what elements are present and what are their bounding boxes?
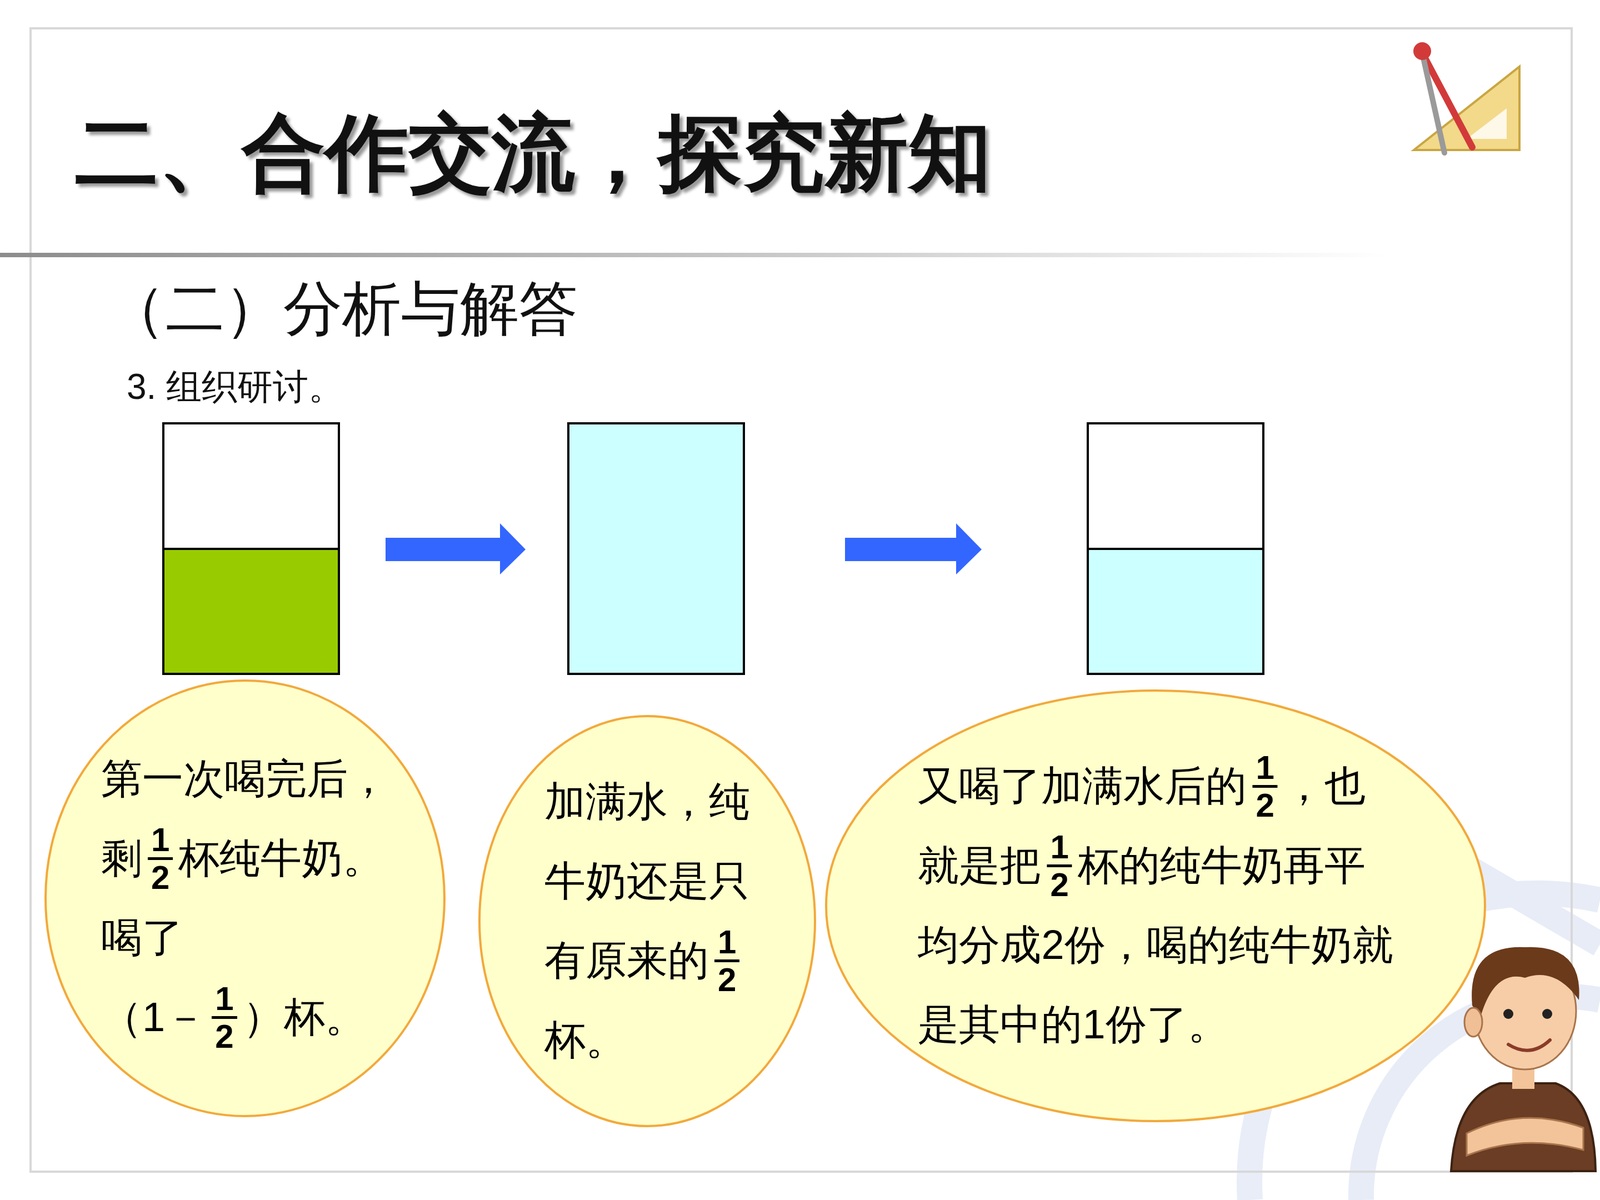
- full-cup: [568, 423, 744, 674]
- ruler-compass-icon: [1413, 42, 1520, 153]
- text-line: 均分成2份，喝的纯牛奶就: [917, 905, 1393, 985]
- milk-cup: [163, 423, 339, 674]
- fraction-numerator: 1: [211, 981, 237, 1019]
- fraction-numerator: 1: [1046, 829, 1072, 868]
- fraction: 12: [1252, 750, 1278, 823]
- text-line: 就是把12杯的纯牛奶再平: [917, 826, 1393, 906]
- bubble-text: 就是把: [917, 838, 1042, 894]
- bubble-text: ，也: [1283, 758, 1366, 815]
- fraction: 12: [1046, 829, 1072, 903]
- fraction: 12: [147, 822, 173, 895]
- text-line: （1－12）杯。: [101, 977, 389, 1058]
- bubble-text: 杯纯牛奶。: [178, 831, 384, 887]
- text-line: 有原来的12: [544, 921, 750, 1001]
- bubble-text: 是其中的1份了。: [917, 997, 1229, 1053]
- bubble-outline: [824, 688, 1487, 1123]
- bubble-text: （1－: [101, 990, 207, 1046]
- explanation-bubble: 又喝了加满水后的12，也就是把12杯的纯牛奶再平均分成2份，喝的纯牛奶就是其中的…: [824, 688, 1487, 1123]
- fraction-denominator: 2: [211, 1018, 237, 1054]
- bubble-text: 又喝了加满水后的: [917, 758, 1247, 815]
- bubble-text: 有原来的: [544, 933, 709, 989]
- text-line: 喝了: [101, 898, 389, 978]
- half-cup: [1087, 423, 1264, 674]
- bubble-outline: [477, 714, 817, 1128]
- text-line: 又喝了加满水后的12，也: [917, 746, 1393, 827]
- fraction-numerator: 1: [1252, 750, 1278, 788]
- compass-leg: [1422, 52, 1473, 148]
- step-heading: 3. 组织研讨。: [126, 365, 344, 409]
- fraction-numerator: 1: [714, 924, 740, 963]
- bubble-text: 又喝了加满水后的12，也就是把12杯的纯牛奶再平均分成2份，喝的纯牛奶就是其中的…: [917, 746, 1393, 1065]
- text-line: 剩12杯纯牛奶。: [101, 818, 389, 899]
- bubble-text: 加满水，纯: [544, 774, 750, 830]
- slide-frame: [30, 28, 1572, 1172]
- bubble-text: 牛奶还是只: [544, 853, 750, 910]
- fraction: 12: [714, 924, 740, 998]
- text-line: 第一次喝完后，: [101, 739, 389, 819]
- bubble-text: ）杯。: [242, 990, 367, 1046]
- header-rule: [0, 252, 1389, 258]
- fraction: 12: [211, 981, 237, 1054]
- step-arrow: [385, 523, 526, 575]
- fraction-denominator: 2: [714, 962, 740, 998]
- compass-leg: [1422, 52, 1445, 153]
- bubble-ellipse: [479, 716, 815, 1127]
- bubble-text: 加满水，纯牛奶还是只有原来的12 杯。: [544, 762, 750, 1080]
- bubble-text: 杯的纯牛奶再平: [1077, 838, 1366, 894]
- bubble-text: 第一次喝完后，剩12杯纯牛奶。喝了（1－12）杯。: [101, 739, 389, 1058]
- bubble-text: 均分成2份，喝的纯牛奶就: [917, 917, 1393, 974]
- bubble-outline: [43, 678, 447, 1118]
- fraction-denominator: 2: [1046, 867, 1072, 903]
- explanation-bubble: 第一次喝完后，剩12杯纯牛奶。喝了（1－12）杯。: [43, 678, 447, 1118]
- bubble-ellipse: [45, 680, 445, 1117]
- bubble-text: 杯。: [544, 1012, 627, 1069]
- watermark-stroke: [1466, 866, 1600, 945]
- fraction-numerator: 1: [147, 822, 173, 860]
- compass-hinge: [1413, 42, 1432, 60]
- fraction-denominator: 2: [1252, 787, 1278, 823]
- boy-illustration: [1451, 947, 1596, 1172]
- section-heading: （二）分析与解答: [106, 273, 578, 344]
- text-line: 牛奶还是只: [544, 841, 750, 922]
- explanation-bubble: 加满水，纯牛奶还是只有原来的12 杯。: [477, 714, 817, 1128]
- set-square-hole: [1466, 108, 1507, 139]
- step-arrow: [845, 523, 982, 575]
- bubble-text: 第一次喝完后，: [101, 751, 389, 808]
- bubble-ellipse: [826, 690, 1485, 1122]
- text-line: 是其中的1份了。: [917, 985, 1393, 1065]
- bubble-text: 剩: [101, 831, 143, 887]
- text-line: 加满水，纯: [544, 762, 750, 842]
- text-line: 杯。: [544, 1000, 750, 1080]
- bubble-text: 喝了: [101, 910, 184, 967]
- fraction-denominator: 2: [147, 860, 173, 895]
- slide-title: 二、合作交流，探究新知: [75, 102, 992, 203]
